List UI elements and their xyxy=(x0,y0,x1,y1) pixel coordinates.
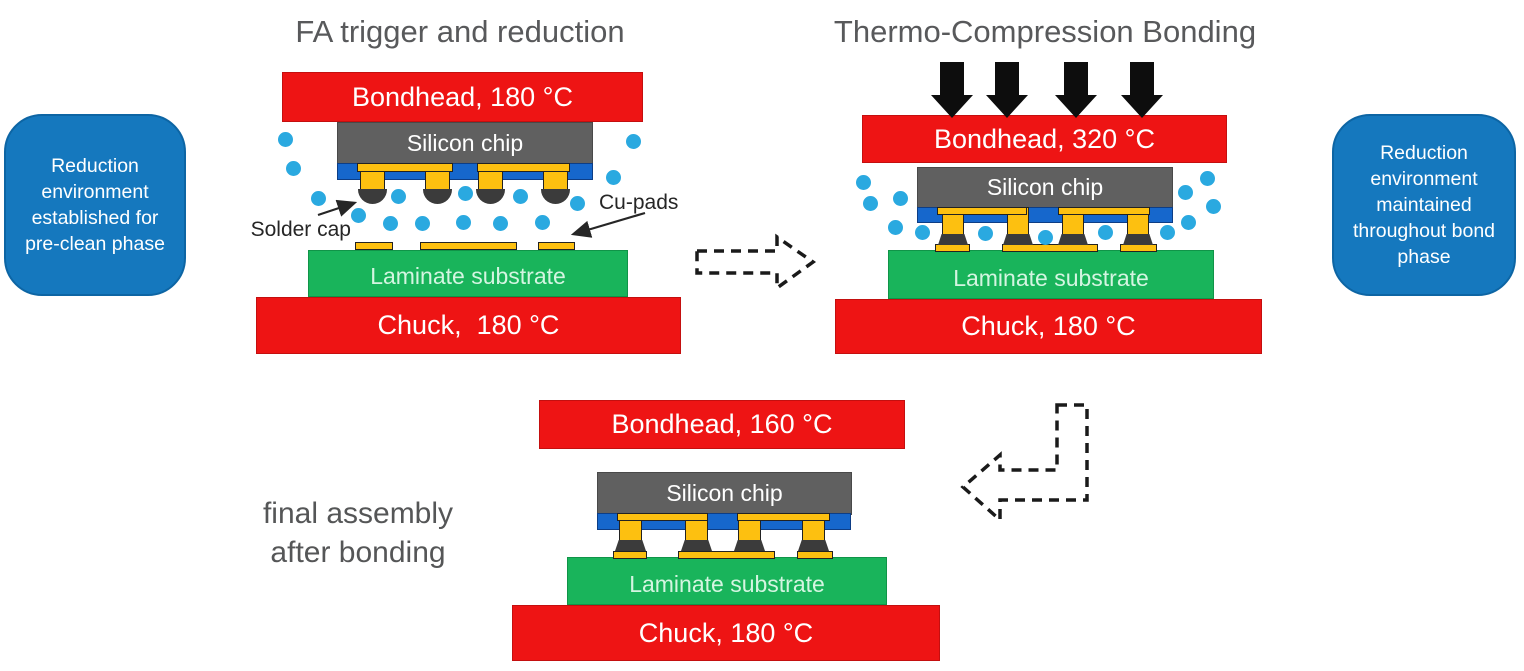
final-assembly-caption: final assembly after bonding xyxy=(262,497,454,569)
gas-bubble xyxy=(863,196,878,211)
solder-cap-bump xyxy=(358,189,387,204)
gas-bubble xyxy=(1160,225,1175,240)
compression-press-arrows xyxy=(931,62,1163,118)
solder-cap-bump xyxy=(1058,234,1088,245)
solder-cap-bump xyxy=(734,540,765,551)
gas-bubble xyxy=(1098,225,1113,240)
press-down-arrow-icon xyxy=(986,62,1028,118)
gas-bubble xyxy=(856,175,871,190)
cu-pillar-flange xyxy=(357,163,453,172)
cu-pad xyxy=(1120,244,1157,252)
cu-pillar-flange xyxy=(1058,207,1150,215)
solder-cap-bump xyxy=(1123,234,1153,245)
solder-cap-bump xyxy=(423,189,452,204)
flow-arrow-right-icon xyxy=(695,233,817,292)
cu-pads-arrow-icon xyxy=(570,211,646,238)
step3-laminate-substrate: Laminate substrate xyxy=(567,557,887,605)
cu-pillar-flange xyxy=(477,163,570,172)
solder-cap-bump xyxy=(541,189,570,204)
gas-bubble xyxy=(888,220,903,235)
step1-bondhead-bar: Bondhead, 180 °C xyxy=(282,72,643,122)
step2-title: Thermo-Compression Bonding xyxy=(833,14,1257,49)
cu-pad xyxy=(935,244,970,252)
cu-pad xyxy=(678,551,775,559)
solder-cap-label: Solder cap xyxy=(250,218,351,241)
step3-substrate-label: Laminate substrate xyxy=(629,571,825,597)
solder-cap-bump xyxy=(615,540,646,551)
cu-pad xyxy=(797,551,833,559)
solder-cap-bump xyxy=(476,189,505,204)
solder-cap-bump xyxy=(798,540,829,551)
solder-cap-arrow-icon xyxy=(317,199,358,217)
press-down-arrow-icon xyxy=(931,62,973,118)
gas-bubble xyxy=(456,215,471,230)
step1-chuck-bar: Chuck, 180 °C xyxy=(256,297,681,354)
gas-bubble xyxy=(1178,185,1193,200)
gas-bubble xyxy=(286,161,301,176)
press-down-arrow-icon xyxy=(1121,62,1163,118)
solder-cap-bump xyxy=(681,540,712,551)
cu-pad xyxy=(420,242,517,250)
step3-bondhead-label: Bondhead, 160 °C xyxy=(611,409,833,439)
gas-bubble xyxy=(570,196,585,211)
cu-pillar-flange xyxy=(737,513,830,521)
callout-bond-phase: Reduction environment maintained through… xyxy=(1332,114,1516,296)
step1-silicon-chip: Silicon chip xyxy=(337,122,593,164)
cu-pillar-flange xyxy=(617,513,708,521)
cu-pad xyxy=(613,551,647,559)
step3-silicon-chip: Silicon chip xyxy=(597,472,852,515)
step3-bondhead-bar: Bondhead, 160 °C xyxy=(539,400,905,449)
gas-bubble xyxy=(978,226,993,241)
step2-bondhead-label: Bondhead, 320 °C xyxy=(934,123,1155,154)
callout-pre-clean-phase: Reduction environment established for pr… xyxy=(4,114,186,296)
gas-bubble xyxy=(351,208,366,223)
step1-title: FA trigger and reduction xyxy=(295,14,625,49)
flow-arrow-down-left-icon xyxy=(960,403,1089,524)
step1-laminate-substrate: Laminate substrate xyxy=(308,250,628,297)
callout-bond-text: Reduction environment maintained through… xyxy=(1352,142,1496,268)
callout-pre-clean-text: Reduction environment established for pr… xyxy=(25,155,165,255)
step2-silicon-chip: Silicon chip xyxy=(917,167,1173,208)
gas-bubble xyxy=(513,189,528,204)
press-down-arrow-icon xyxy=(1055,62,1097,118)
cu-pad xyxy=(355,242,393,250)
step1-chip-label: Silicon chip xyxy=(406,129,524,156)
cu-pad xyxy=(538,242,575,250)
step1-bondhead-label: Bondhead, 180 °C xyxy=(352,81,573,112)
step2-laminate-substrate: Laminate substrate xyxy=(888,250,1214,299)
step3-chuck-label: Chuck, 180 °C xyxy=(638,617,814,648)
cu-pad xyxy=(1002,244,1098,252)
gas-bubble xyxy=(535,215,550,230)
step1-substrate-label: Laminate substrate xyxy=(370,263,566,289)
gas-bubble xyxy=(1038,230,1053,245)
gas-bubble xyxy=(391,189,406,204)
gas-bubble xyxy=(893,191,908,206)
step2-substrate-label: Laminate substrate xyxy=(953,265,1149,291)
gas-bubble xyxy=(458,186,473,201)
solder-cap-bump xyxy=(938,234,968,245)
gas-bubble xyxy=(493,216,508,231)
step2-chip-label: Silicon chip xyxy=(986,174,1104,200)
gas-bubble xyxy=(278,132,293,147)
gas-bubble xyxy=(1206,199,1221,214)
gas-bubble xyxy=(415,216,430,231)
step2-chuck-bar: Chuck, 180 °C xyxy=(835,299,1262,354)
gas-bubble xyxy=(626,134,641,149)
gas-bubble xyxy=(383,216,398,231)
step2-bondhead-bar: Bondhead, 320 °C xyxy=(862,115,1227,163)
gas-bubble xyxy=(1200,171,1215,186)
gas-bubble xyxy=(311,191,326,206)
step2-chuck-label: Chuck, 180 °C xyxy=(961,311,1136,341)
step1-chuck-label: Chuck, 180 °C xyxy=(377,310,560,340)
cu-pads-label: Cu-pads xyxy=(599,191,679,214)
gas-bubble xyxy=(606,170,621,185)
step3-chuck-bar: Chuck, 180 °C xyxy=(512,605,940,661)
solder-cap-bump xyxy=(1003,234,1033,245)
gas-bubble xyxy=(1181,215,1196,230)
step3-chip-label: Silicon chip xyxy=(666,480,783,506)
cu-pillar-flange xyxy=(937,207,1027,215)
gas-bubble xyxy=(915,225,930,240)
